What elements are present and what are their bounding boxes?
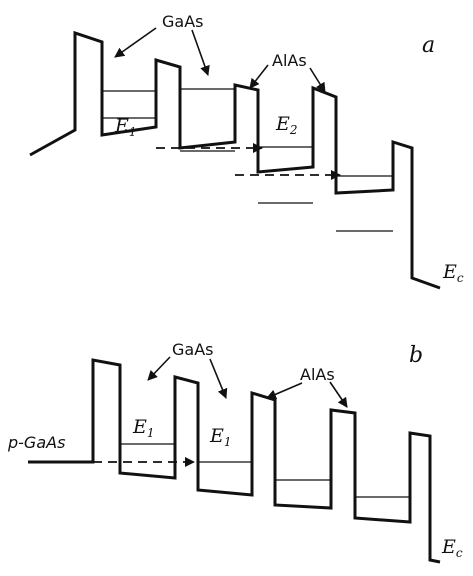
panel-a-ec-label: Ec (442, 261, 464, 285)
panel-b-gaas-label: GaAs (172, 340, 213, 359)
panel-b-gaas-pointer-1 (147, 356, 171, 381)
panel-a-alas-label: AlAs (272, 51, 307, 70)
panel-b-alas-label: AlAs (300, 365, 335, 384)
panel-a: GaAs AlAs a E1 E2 Ec (29, 12, 464, 290)
panel-a-gaas-pointer-1 (114, 27, 157, 58)
panel-a-gaas-pointer-2 (191, 29, 210, 76)
panel-b-label: b (409, 343, 423, 368)
panel-a-label: a (422, 33, 435, 58)
panel-a-conduction-band-edge (29, 30, 441, 290)
panel-a-alas-pointer-2 (309, 67, 326, 93)
panel-b-conduction-band-edge (28, 358, 441, 564)
panel-b-gaas-pointer-2 (209, 358, 228, 399)
panel-b-ec-label: Ec (441, 536, 463, 560)
panel-a-alas-pointer-1 (249, 64, 269, 89)
panel-a-e1-label: E1 (114, 115, 137, 139)
panel-b-contact-label: p-GaAs (7, 433, 65, 452)
panel-b-alas-pointer-1 (266, 382, 303, 400)
panel-b-alas-pointer-2 (329, 381, 348, 408)
panel-b-e1-right-label: E1 (209, 425, 232, 449)
panel-a-gaas-label: GaAs (162, 12, 203, 31)
panel-a-e2-label: E2 (275, 113, 298, 137)
panel-b-e1-left-label: E1 (132, 416, 155, 440)
panel-b: GaAs AlAs b p-GaAs E1 E1 Ec (7, 340, 463, 564)
